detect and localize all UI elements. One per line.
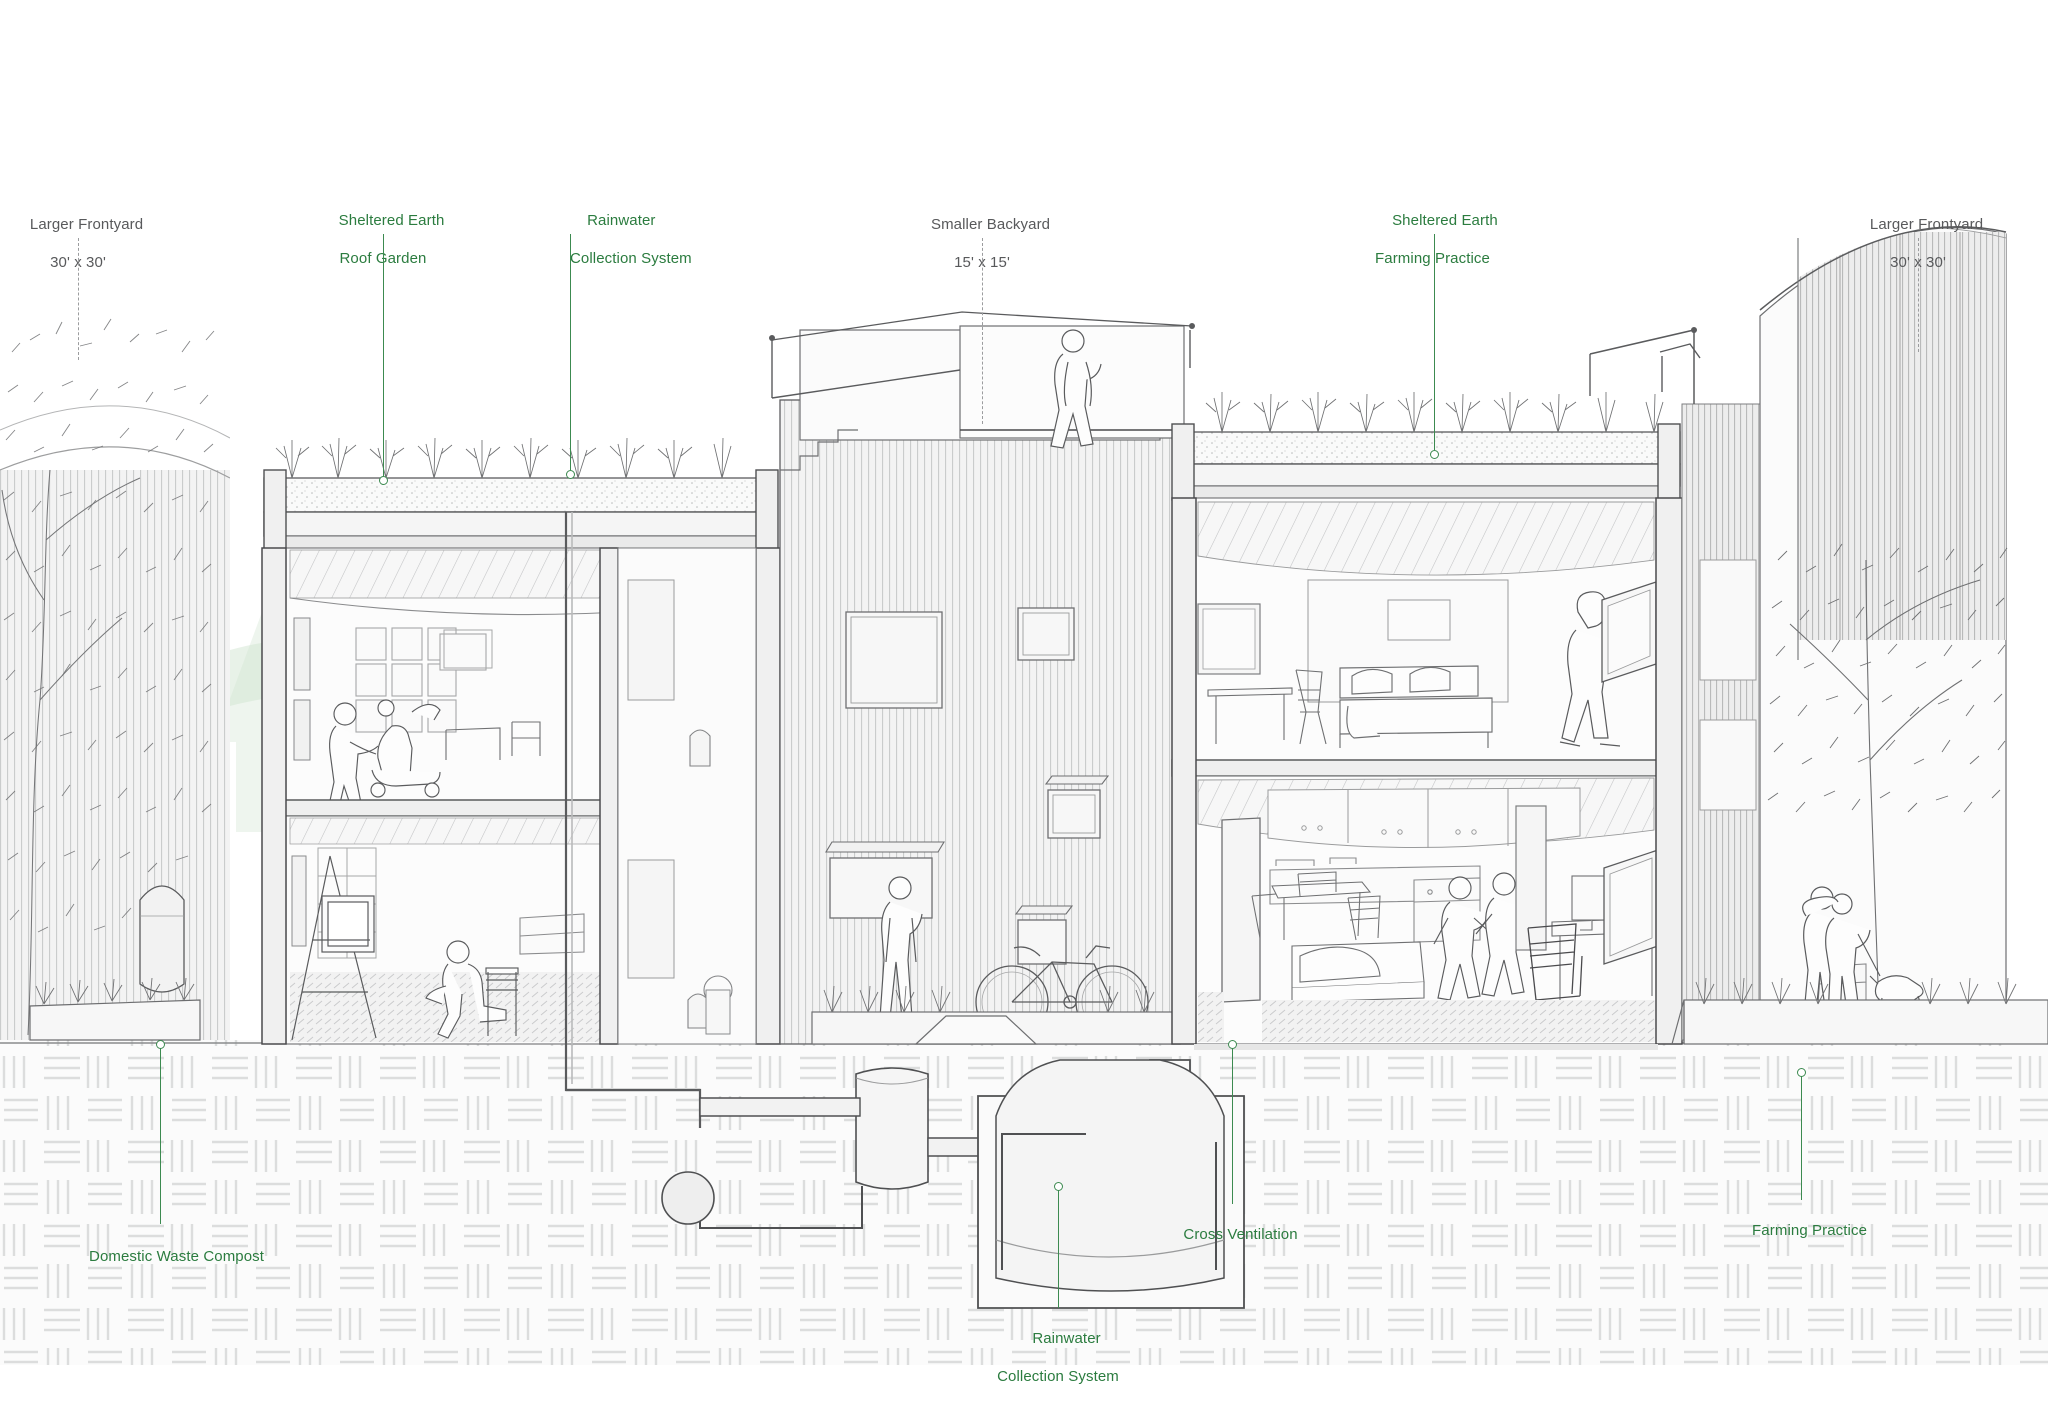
- annotation-line1: Domestic Waste Compost: [89, 1248, 265, 1265]
- leader-larger-frontyard-left: [78, 238, 79, 360]
- annotation-larger-frontyard-right: Larger Frontyard 30' x 30': [1808, 196, 2028, 310]
- annotation-line2: 30' x 30': [1890, 254, 1946, 271]
- leader-sheltered-earth-farming: [1434, 234, 1435, 450]
- rainwater-cistern: [977, 1059, 1245, 1309]
- rainwater-collection-system: [564, 512, 1245, 1309]
- figure-adult-with-stroller: [327, 699, 441, 813]
- annotation-line1: Rainwater: [587, 212, 656, 229]
- annotation-line2: Collection System: [997, 1368, 1119, 1385]
- leader-rainwater-top: [570, 234, 571, 470]
- left-building: [261, 437, 781, 1045]
- leader-farming-practice: [1801, 1074, 1802, 1200]
- left-roof-garden: [263, 437, 779, 551]
- annotation-line1: Larger Frontyard: [29, 216, 144, 233]
- annotation-line2: Farming Practice: [1375, 250, 1490, 267]
- annotation-rainwater-collection-system-bottom: Rainwater Collection System: [918, 1310, 1198, 1424]
- annotation-line1: Cross Ventilation: [1183, 1226, 1298, 1243]
- leader-endpoint-dot: [379, 476, 388, 485]
- right-frontyard: [1671, 886, 2048, 1045]
- annotation-line1: Sheltered Earth: [1392, 212, 1498, 229]
- leader-endpoint-dot: [1430, 450, 1439, 459]
- easel: [291, 855, 377, 1041]
- compost-vessel: [139, 885, 185, 993]
- right-upper-floor-bedroom: [1193, 497, 1691, 767]
- annotation-cross-ventilation: Cross Ventilation: [1102, 1206, 1362, 1263]
- annotation-smaller-backyard: Smaller Backyard 15' x 15': [862, 196, 1102, 310]
- annotation-line1: Smaller Backyard: [930, 216, 1051, 233]
- leader-domestic-waste-compost: [160, 1046, 161, 1224]
- annotation-line1: Rainwater: [1032, 1330, 1101, 1347]
- leader-endpoint-dot: [1054, 1182, 1063, 1191]
- right-facade-curved-screen: [1659, 226, 2007, 1041]
- leader-larger-frontyard-right: [1918, 238, 1919, 352]
- bed: [1339, 665, 1493, 748]
- annotation-farming-practice: Farming Practice: [1671, 1202, 1931, 1259]
- annotation-sheltered-earth-roof-garden: Sheltered Earth Roof Garden: [263, 192, 503, 306]
- right-ground-floor-kitchen: [1193, 775, 1693, 1045]
- right-building: [1171, 392, 1693, 1050]
- central-courtyard-block: [769, 311, 1195, 1045]
- annotation-line1: Farming Practice: [1752, 1222, 1868, 1239]
- leader-endpoint-dot: [1228, 1040, 1237, 1049]
- backyard-planting: [811, 985, 1175, 1045]
- figure-couple: [1802, 886, 1881, 1019]
- annotation-domestic-waste-compost: Domestic Waste Compost: [8, 1228, 328, 1285]
- leader-cross-ventilation: [1232, 1046, 1233, 1204]
- leader-endpoint-dot: [1797, 1068, 1806, 1077]
- left-frontyard-trees: [0, 318, 230, 1040]
- leader-rainwater-bottom: [1058, 1188, 1059, 1308]
- annotation-line2: Collection System: [570, 250, 692, 267]
- figure-walking-roof-deck: [1050, 329, 1102, 449]
- left-service-bay: [617, 547, 757, 1045]
- leader-endpoint-dot: [566, 470, 575, 479]
- operable-window-ground: [1603, 849, 1659, 965]
- right-roof-garden: [1171, 392, 1681, 501]
- annotation-line2: Roof Garden: [339, 250, 427, 267]
- annotation-larger-frontyard-left: Larger Frontyard 30' x 30': [0, 196, 188, 310]
- right-frontyard-tree: [1767, 543, 2008, 1040]
- annotation-sheltered-earth-farming-practice: Sheltered Earth Farming Practice: [1375, 192, 1635, 306]
- figure-seated-artist: [425, 940, 519, 1039]
- annotation-rainwater-collection-system-top: Rainwater Collection System: [570, 192, 830, 306]
- annotation-line1: Sheltered Earth: [338, 212, 445, 229]
- left-frontyard-planting: [29, 977, 201, 1041]
- figure-child-1: [1433, 876, 1495, 1001]
- annotation-line2: 15' x 15': [954, 254, 1010, 271]
- leader-smaller-backyard: [982, 238, 983, 424]
- architectural-section-svg: [0, 226, 2048, 1365]
- annotation-line1: Larger Frontyard: [1869, 216, 1984, 233]
- figure-standing-courtyard: [879, 876, 923, 1019]
- leader-sheltered-earth-roof-garden: [383, 234, 384, 476]
- section-drawing-canvas: Larger Frontyard 30' x 30' Sheltered Ear…: [0, 192, 2048, 1385]
- annotation-line2: 30' x 30': [50, 254, 106, 271]
- leader-endpoint-dot: [156, 1040, 165, 1049]
- right-upper-parapet: [1589, 327, 1697, 404]
